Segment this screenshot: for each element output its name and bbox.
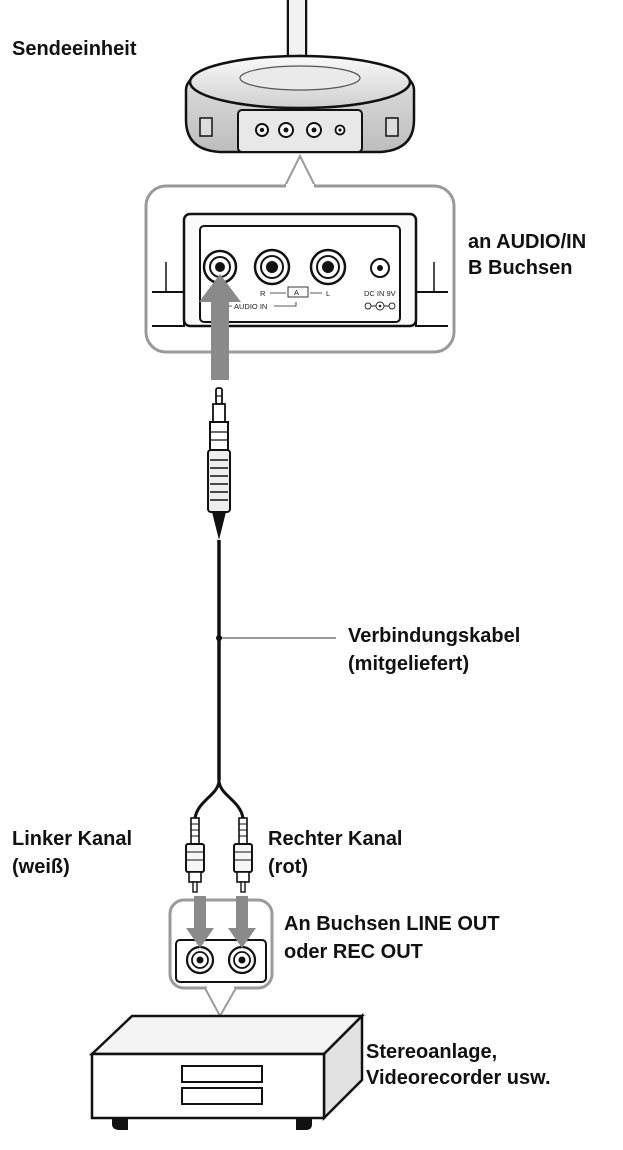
- rca-plug-left: [185, 817, 205, 893]
- transmitter-label: Sendeeinheit: [12, 38, 137, 60]
- line-out-panel-closeup: [168, 898, 274, 990]
- dc-polarity-symbol: [364, 301, 396, 311]
- rca-plug-right: [233, 817, 253, 893]
- transmitter-small-jacks: [255, 122, 346, 138]
- cable-split: [193, 779, 245, 819]
- right-channel-label-line2: (rot): [268, 856, 308, 878]
- cable-label-line1: Verbindungskabel: [348, 625, 521, 647]
- transmitter-unit: [184, 0, 416, 154]
- line-out-jack-right: [227, 945, 257, 975]
- stereo-label-line1: Stereoanlage,: [366, 1041, 498, 1063]
- line-out-label-line2: oder REC OUT: [284, 941, 423, 963]
- audio-in-label-line1: an AUDIO/IN: [468, 231, 587, 253]
- marking-r: R: [260, 289, 266, 298]
- audio-in-label-line2: B Buchsen: [468, 257, 573, 279]
- left-channel-label-line2: (weiß): [12, 856, 70, 878]
- audio-in-jack-r: [253, 248, 291, 286]
- stereo-label-line2: Videorecorder usw.: [366, 1067, 551, 1089]
- marking-a: A: [294, 288, 299, 297]
- line-out-jack-left: [185, 945, 215, 975]
- marking-l: L: [326, 289, 330, 298]
- dc-in-jack: [370, 258, 390, 278]
- cable-label-line2: (mitgeliefert): [348, 653, 470, 675]
- marking-audio-in: AUDIO IN: [234, 302, 267, 311]
- insert-arrow-audio-in: [199, 274, 241, 380]
- right-channel-label-line1: Rechter Kanal: [268, 828, 403, 850]
- marking-dc-in: DC IN 9V: [364, 289, 396, 298]
- left-channel-label-line1: Linker Kanal: [12, 828, 133, 850]
- insert-arrow-right: [228, 896, 256, 948]
- transmitter-jack-recess: [237, 109, 363, 153]
- stereo-callout-pointer: [204, 987, 237, 1019]
- mini-plug: [207, 387, 231, 540]
- insert-arrow-left: [186, 896, 214, 948]
- antenna: [286, 0, 308, 58]
- stereo-device: [88, 1012, 366, 1130]
- audio-in-panel-closeup: R A L AUDIO IN DC IN 9V: [144, 184, 456, 354]
- transmitter-callout-pointer: [283, 153, 317, 189]
- audio-in-jack-l: [309, 248, 347, 286]
- line-out-label-line1: An Buchsen LINE OUT: [284, 913, 500, 935]
